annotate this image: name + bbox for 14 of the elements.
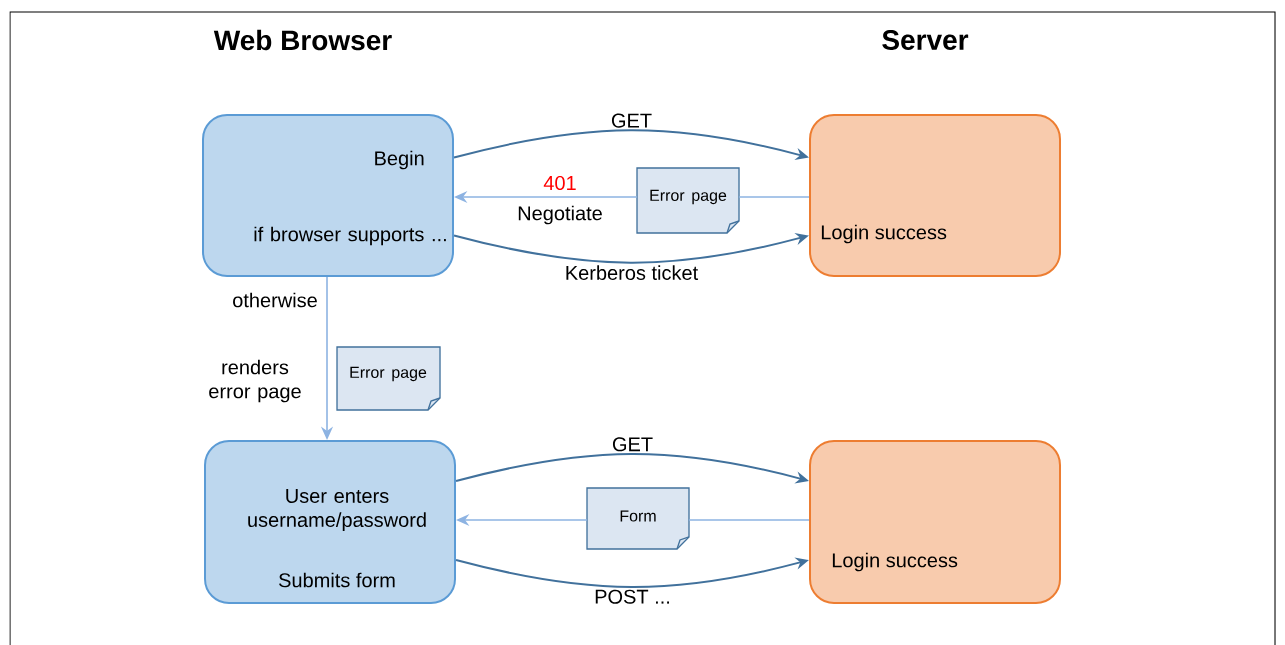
- edge-label: Kerberos ticket: [563, 263, 700, 282]
- edge-label: POST ...: [592, 588, 673, 606]
- server-box: Login success: [809, 114, 1061, 277]
- edge-label: GET: [610, 435, 655, 453]
- annotation-text: renders error page: [209, 359, 301, 403]
- browser-box: User enters username/password Submits form: [204, 440, 456, 604]
- column-heading: Server: [882, 30, 969, 50]
- edge-label: otherwise: [230, 291, 320, 309]
- edge-label: 401: [542, 174, 578, 192]
- edge-label: GET: [609, 112, 654, 129]
- column-heading: Web Browser: [213, 29, 392, 51]
- browser-box: Begin if browser supports ...: [202, 114, 454, 277]
- annotation-text: Negotiate: [518, 205, 602, 225]
- server-box: Login success: [809, 440, 1061, 604]
